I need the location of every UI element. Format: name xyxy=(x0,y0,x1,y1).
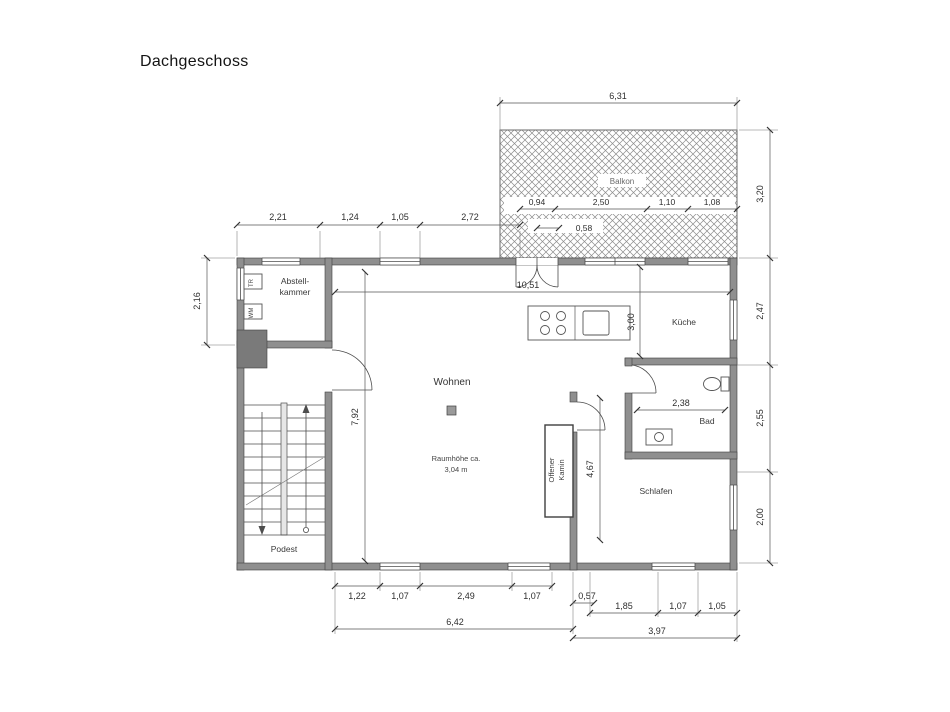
balcony-label-bg xyxy=(598,174,646,187)
window-bottom-2 xyxy=(507,562,551,571)
dim-balkon-2: 2,50 xyxy=(593,197,610,207)
wall-left xyxy=(236,257,245,571)
hob-burner-icon xyxy=(540,325,550,335)
kitchen-sink-icon xyxy=(582,310,610,336)
dim-bottom1-1: 1,22 xyxy=(348,591,366,601)
stairs xyxy=(244,402,325,536)
stair-treads-left xyxy=(244,404,281,523)
dim-total-right: 3,97 xyxy=(648,626,666,636)
window-bottom-1 xyxy=(379,562,421,571)
doors xyxy=(331,258,657,431)
column xyxy=(446,405,457,416)
dim-total-left: 6,42 xyxy=(446,617,464,627)
window-top-1 xyxy=(261,257,301,266)
dim-bottom2-3: 1,05 xyxy=(708,601,726,611)
dim-inner-width: 10,51 xyxy=(517,280,540,290)
dim-schlafen-depth: 4,67 xyxy=(585,460,595,478)
dim-right-4: 2,00 xyxy=(755,508,765,526)
wall-abstell-right xyxy=(324,257,333,349)
dimensions: 6,31 3,20 2,47 2,55 2,00 2,21 1,24 1,05 … xyxy=(192,91,778,642)
dim-right-1: 3,20 xyxy=(755,185,765,203)
dim-bottom1-4: 1,07 xyxy=(523,591,541,601)
toilet-icon xyxy=(703,376,730,392)
window-right-2 xyxy=(729,484,738,531)
room-label-balkon: Balkon xyxy=(610,177,634,186)
room-label-podest: Podest xyxy=(271,544,298,554)
walkline-arrow-up-icon xyxy=(302,404,310,413)
room-label-abstellkammer-1: Abstell- xyxy=(281,276,310,286)
label-kamin-line1: Offener xyxy=(547,457,556,482)
dim-top-1: 2,21 xyxy=(269,212,287,222)
dim-top-3: 1,05 xyxy=(391,212,409,222)
dim-balkon-3: 1,10 xyxy=(659,197,676,207)
dim-right-2: 2,47 xyxy=(755,302,765,320)
wall-stair-right xyxy=(324,391,333,571)
hob-burner-icon xyxy=(556,311,566,321)
dim-right-3: 2,55 xyxy=(755,409,765,427)
room-label-schlafen: Schlafen xyxy=(639,486,672,496)
wall-bad-top xyxy=(624,357,738,366)
room-label-wohnen: Wohnen xyxy=(433,377,470,388)
stair-break-line xyxy=(245,457,324,506)
bad-door xyxy=(631,364,657,394)
walkline-arrow-down-icon xyxy=(258,526,266,535)
fixtures: Offener Kamin TR WM xyxy=(243,273,730,518)
walls xyxy=(236,257,738,571)
dim-wohnen-depth: 7,92 xyxy=(350,408,360,426)
hall-door xyxy=(331,349,373,391)
label-raumhoehe-2: 3,04 m xyxy=(445,465,468,474)
room-label-bad: Bad xyxy=(699,416,714,426)
bath-sink-icon xyxy=(645,428,673,446)
wall-right xyxy=(729,257,738,571)
dim-bottom1-3: 2,49 xyxy=(457,591,475,601)
dim-balkon-door: 0,58 xyxy=(576,223,593,233)
dim-bottom2-1: 1,85 xyxy=(615,601,633,611)
label-raumhoehe-1: Raumhöhe ca. xyxy=(432,454,481,463)
shaft-block xyxy=(236,329,268,369)
window-right-1 xyxy=(729,299,738,341)
window-top-4 xyxy=(687,257,729,266)
room-label-abstellkammer-2: kammer xyxy=(280,287,311,297)
dim-bad-width: 2,38 xyxy=(672,398,690,408)
dim-balkon-4: 1,08 xyxy=(704,197,721,207)
label-tr: TR xyxy=(249,278,255,287)
dim-abstell-depth: 2,16 xyxy=(192,292,202,310)
fireplace: Offener Kamin xyxy=(544,424,574,518)
dim-balkon-width: 6,31 xyxy=(609,91,627,101)
wall-bad-left xyxy=(624,392,633,460)
room-label-kueche: Küche xyxy=(672,317,696,327)
wall-top xyxy=(236,257,738,266)
window-left-1 xyxy=(236,267,245,301)
washer-box: WM xyxy=(243,303,263,320)
dim-balkon-1: 0,94 xyxy=(529,197,546,207)
schlafen-door xyxy=(576,401,606,431)
window-bottom-3 xyxy=(651,562,696,571)
walkline-start xyxy=(302,527,309,534)
label-kamin-line2: Kamin xyxy=(557,459,566,480)
dim-bottom1-2: 1,07 xyxy=(391,591,409,601)
dryer-box: TR xyxy=(243,273,263,290)
dim-top-4: 2,72 xyxy=(461,212,479,222)
dim-kueche-depth: 3,00 xyxy=(626,313,636,331)
balcony-area: Balkon 0,94 2,50 1,10 1,08 0,58 xyxy=(499,129,741,259)
hob-burner-icon xyxy=(540,311,550,321)
stair-stringer xyxy=(280,402,288,536)
dim-bottom2-2: 1,07 xyxy=(669,601,687,611)
wall-bad-bottom xyxy=(624,451,738,460)
label-wm: WM xyxy=(249,308,255,319)
window-top-2 xyxy=(379,257,421,266)
wall-bad-left-stub xyxy=(624,357,633,367)
room-labels: Abstell- kammer Wohnen Raumhöhe ca. 3,04… xyxy=(271,276,715,554)
dim-top-2: 1,24 xyxy=(341,212,359,222)
kitchen-counter xyxy=(527,305,631,341)
dim-bottom-offset: 0,57 xyxy=(578,591,596,601)
hob-burner-icon xyxy=(556,325,566,335)
balcony-hatch xyxy=(499,129,738,259)
windows xyxy=(236,257,738,571)
window-top-3 xyxy=(584,257,646,266)
page-title: Dachgeschoss xyxy=(140,53,249,70)
wall-schlafen-stub xyxy=(569,391,578,403)
balcony-door xyxy=(515,258,559,288)
